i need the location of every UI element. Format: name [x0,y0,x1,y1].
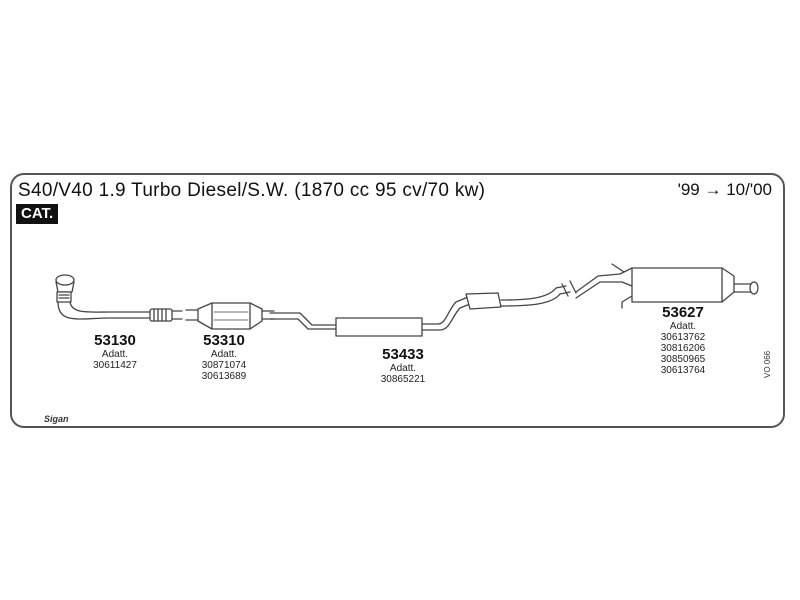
part-number: 53130 [94,332,136,349]
reference-number: 30816206 [660,343,706,354]
part-53130: 53130 Adatt. 30611427 [80,332,150,371]
adapter-label: Adatt. [669,321,697,332]
diagram-frame [10,173,785,428]
reference-number: 30611427 [93,360,137,371]
adapter-label: Adatt. [101,349,129,360]
reference-number: 30613764 [660,365,706,376]
part-53433: 53433 Adatt. 30865221 [368,346,438,385]
reference-number: 30613762 [660,332,706,343]
part-number: 53310 [203,332,245,349]
reference-number: 30850965 [660,354,706,365]
middle-silencer-drawing [269,280,577,337]
reference-number: 30865221 [380,374,426,385]
catalyst-drawing [185,302,275,330]
reference-number: 30871074 [201,360,247,371]
part-53627: 53627 Adatt. 30613762 30816206 30850965 … [648,304,718,376]
cat-badge: CAT. [16,204,59,224]
brand-logo: Sigan [44,414,69,424]
diagram-code: VO 066 [763,350,772,378]
rear-silencer-drawing [575,263,759,309]
part-53310: 53310 Adatt. 30871074 30613689 [189,332,259,382]
part-number: 53433 [382,346,424,363]
vehicle-title: S40/V40 1.9 Turbo Diesel/S.W. (1870 cc 9… [18,180,486,201]
model-years: '99 → 10/'00 [677,180,772,199]
reference-number: 30613689 [201,371,247,382]
adapter-label: Adatt. [389,363,417,374]
front-pipe-drawing [55,274,183,322]
part-number: 53627 [662,304,704,321]
adapter-label: Adatt. [210,349,238,360]
